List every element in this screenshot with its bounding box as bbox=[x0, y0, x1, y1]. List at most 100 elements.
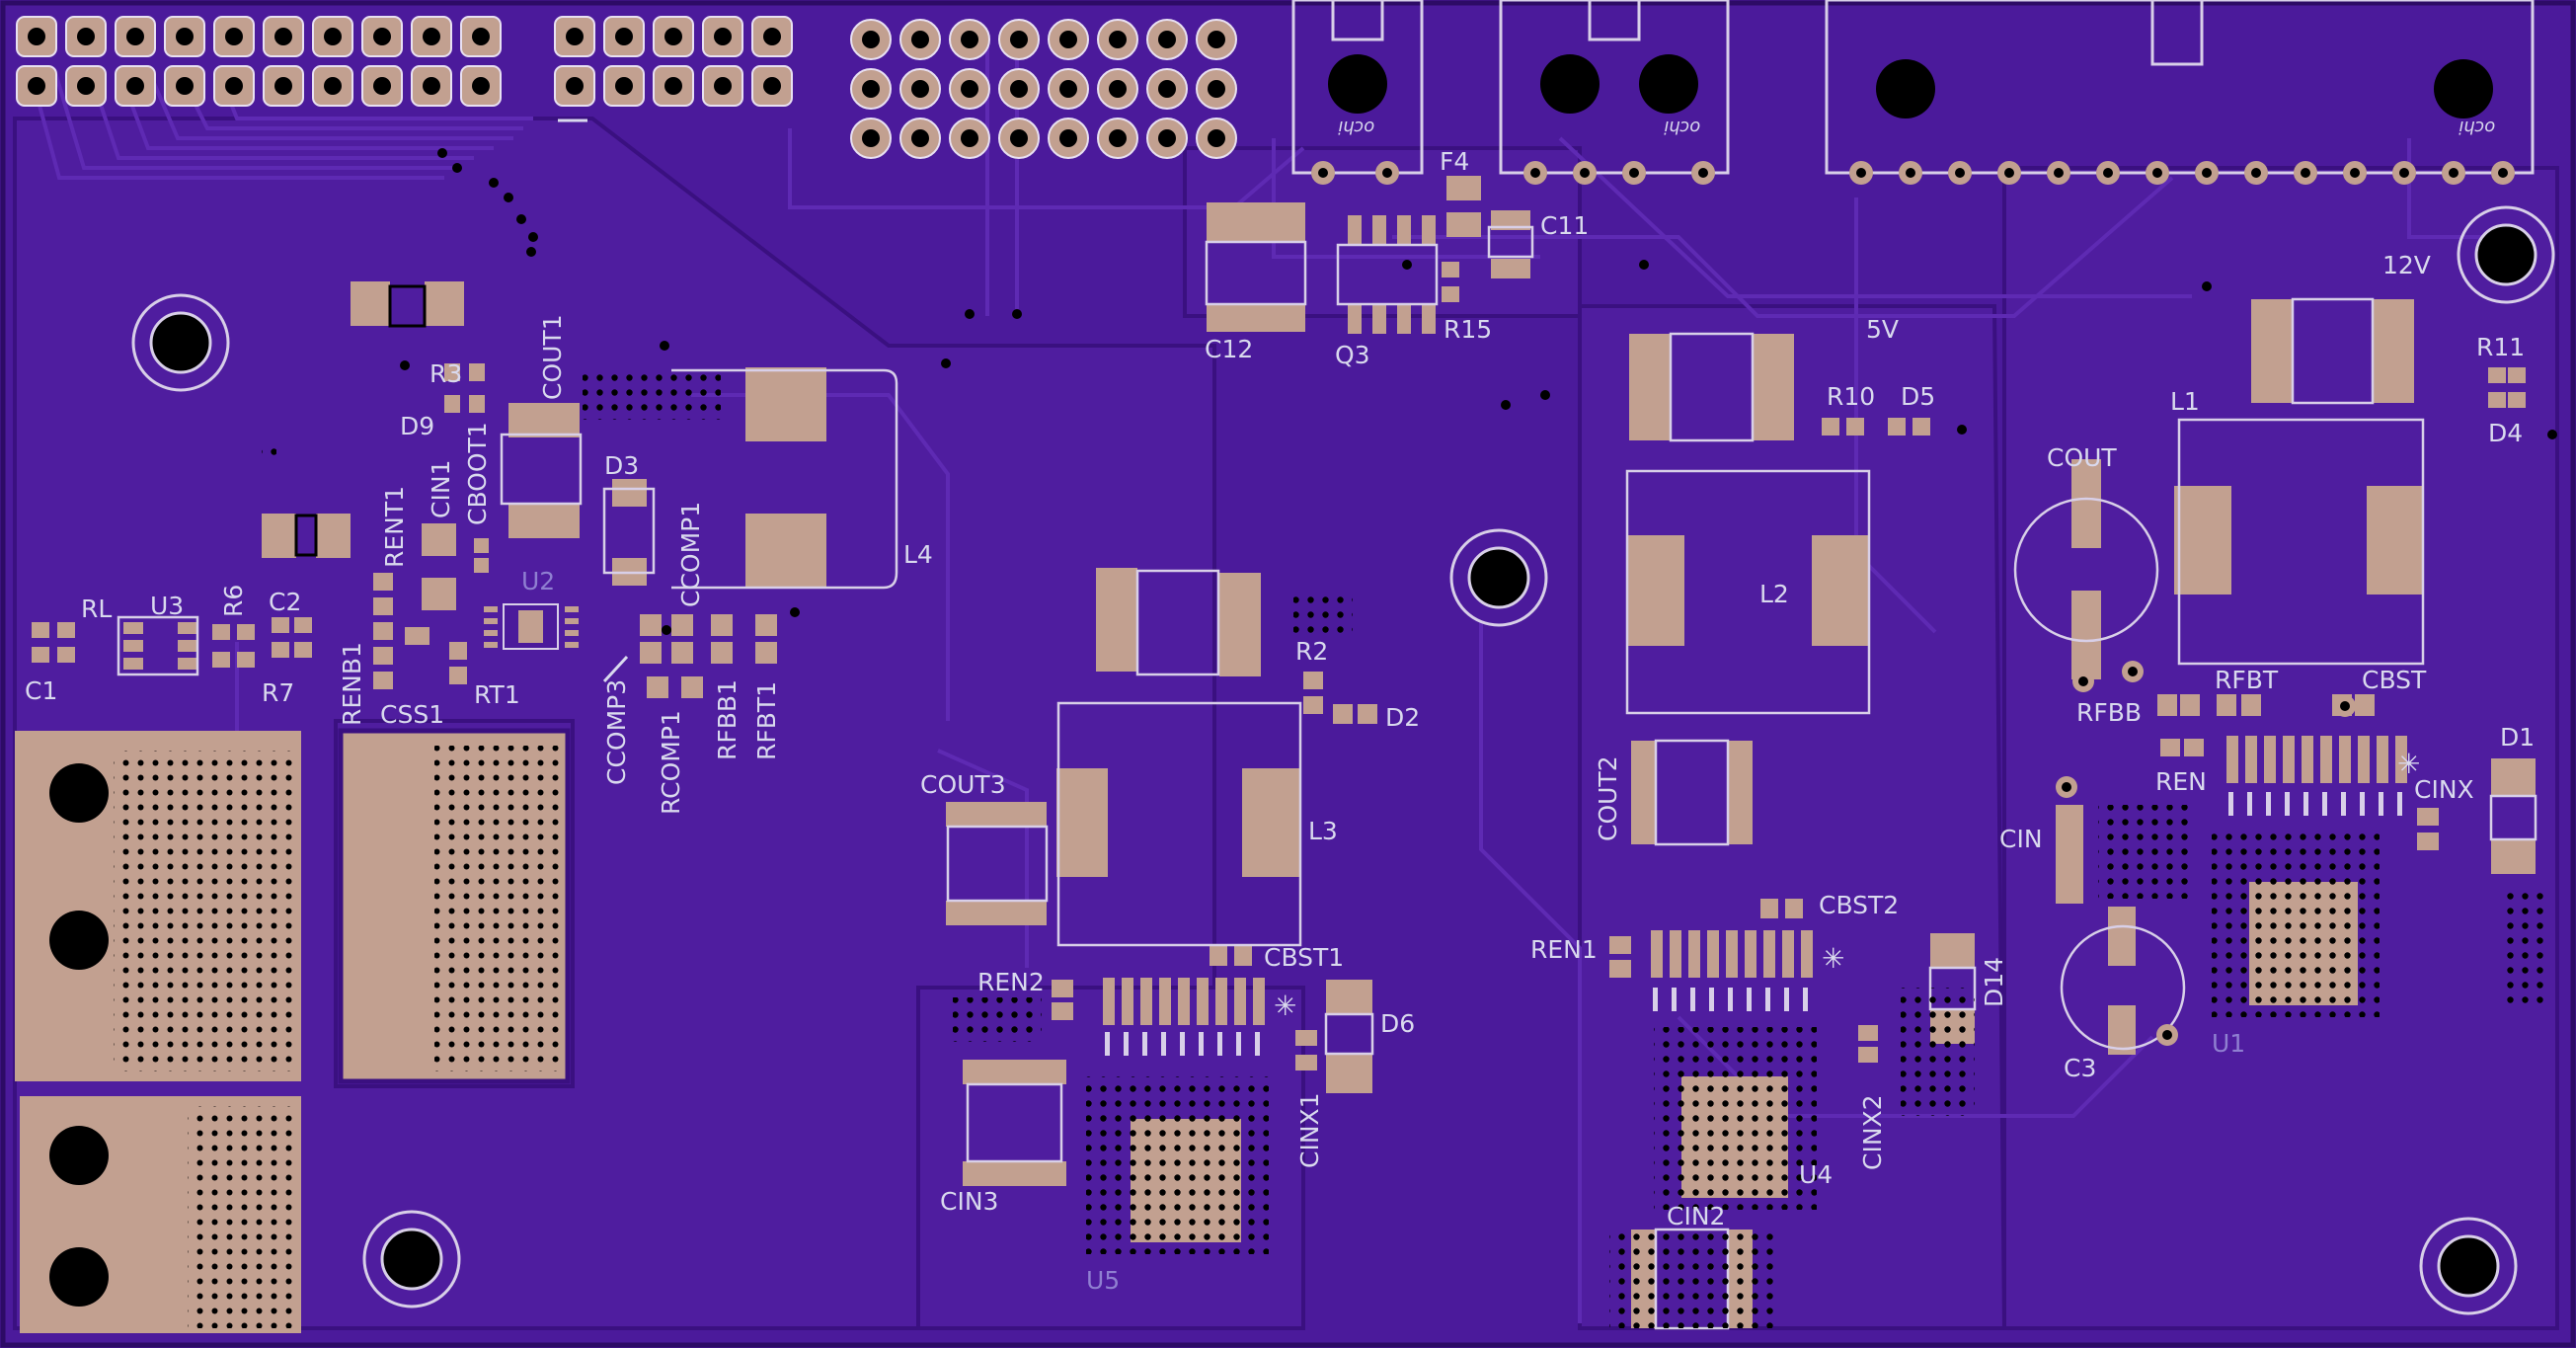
ic-pad bbox=[1801, 930, 1813, 978]
pin-drill bbox=[763, 77, 781, 95]
label-C3: C3 bbox=[2064, 1054, 2096, 1082]
label-12V: 12V bbox=[2382, 251, 2431, 279]
pin-drill bbox=[615, 28, 633, 45]
ic-pad bbox=[2377, 736, 2388, 783]
label-D6: D6 bbox=[1380, 1009, 1415, 1038]
mounting-holes bbox=[131, 205, 2555, 1315]
ic-lead bbox=[2341, 792, 2346, 816]
label-C11: C11 bbox=[1540, 211, 1589, 240]
right-outlines bbox=[2013, 297, 2537, 1051]
label-RFBT: RFBT bbox=[2215, 666, 2279, 694]
left-regulator-parts bbox=[32, 281, 826, 698]
label-D14: D14 bbox=[1980, 957, 2008, 1007]
pin-drill bbox=[1856, 168, 1866, 178]
ic-pad bbox=[2395, 736, 2407, 783]
pin-drill bbox=[862, 129, 880, 147]
ic-lead bbox=[1747, 988, 1752, 1011]
left-outlines bbox=[117, 368, 898, 676]
connector-marking: ᴉɥɔo bbox=[1338, 116, 1374, 136]
pin-drill bbox=[274, 77, 292, 95]
pin-drill bbox=[2251, 168, 2261, 178]
pin-drill bbox=[2004, 168, 2014, 178]
label-CBST2: CBST2 bbox=[1819, 891, 1899, 919]
pin-drill bbox=[2399, 168, 2409, 178]
pin-drill bbox=[28, 77, 45, 95]
header-2x10 bbox=[16, 16, 502, 107]
pin-drill bbox=[2449, 168, 2459, 178]
label-D1: D1 bbox=[2500, 723, 2535, 752]
ic-pad bbox=[2226, 736, 2238, 783]
label-R15: R15 bbox=[1444, 315, 1492, 344]
ic-pad bbox=[1215, 978, 1227, 1025]
pin-drill bbox=[1109, 129, 1127, 147]
label-COUT2: COUT2 bbox=[1594, 755, 1622, 841]
pin-drill bbox=[2103, 168, 2113, 178]
pin-drill bbox=[714, 77, 732, 95]
label-RL: RL bbox=[81, 595, 112, 623]
ic-lead bbox=[1803, 988, 1808, 1011]
mid-via-clusters bbox=[953, 593, 1353, 1254]
right-via-clusters bbox=[2098, 805, 2547, 1017]
pin-drill bbox=[862, 31, 880, 48]
label-CINX2: CINX2 bbox=[1858, 1094, 1887, 1170]
pin-drill bbox=[423, 28, 440, 45]
label-CINX1: CINX1 bbox=[1295, 1092, 1324, 1168]
ic-pad bbox=[1651, 930, 1663, 978]
label-CIN2: CIN2 bbox=[1667, 1202, 1725, 1230]
ic-pad bbox=[1707, 930, 1719, 978]
pin-drill bbox=[862, 80, 880, 98]
label-RFBB1: RFBB1 bbox=[713, 679, 742, 760]
ic-pad bbox=[1103, 978, 1115, 1025]
ic-pad bbox=[1763, 930, 1775, 978]
label-R3: R3 bbox=[429, 359, 462, 388]
pin-drill bbox=[566, 77, 584, 95]
ic-lead bbox=[1784, 988, 1789, 1011]
ic-pad bbox=[1745, 930, 1756, 978]
ic-pad bbox=[1197, 978, 1209, 1025]
power-terminal-bottom bbox=[20, 1096, 301, 1333]
pin-drill bbox=[911, 129, 929, 147]
pin-drill bbox=[1109, 80, 1127, 98]
label-R7: R7 bbox=[262, 678, 294, 707]
pin-drill bbox=[77, 77, 95, 95]
pin-drill bbox=[28, 28, 45, 45]
ic-lead bbox=[1105, 1032, 1110, 1056]
label-COUT1: COUT1 bbox=[538, 314, 567, 400]
connector-marking: ᴉɥɔo bbox=[1664, 116, 1700, 136]
ic-pad bbox=[1688, 930, 1700, 978]
vias bbox=[400, 148, 2557, 635]
center-via-clusters bbox=[1609, 988, 1975, 1328]
left-via-clusters bbox=[262, 370, 721, 459]
ic-pad bbox=[1178, 978, 1190, 1025]
power-terminal-top bbox=[15, 728, 571, 1084]
barrel-connector-2: ᴉɥɔo bbox=[1499, 0, 1730, 185]
label-L1: L1 bbox=[2170, 387, 2200, 416]
pin-drill bbox=[2054, 168, 2064, 178]
label-R6: R6 bbox=[219, 585, 248, 617]
pin-drill bbox=[373, 28, 391, 45]
pin-drill bbox=[1208, 31, 1225, 48]
pin-drill bbox=[1059, 129, 1077, 147]
thru-pads bbox=[2056, 661, 2356, 1046]
pin-drill bbox=[1906, 168, 1915, 178]
label-RCOMP1: RCOMP1 bbox=[657, 710, 685, 815]
label-REN: REN bbox=[2155, 767, 2207, 796]
ic-pad bbox=[1122, 978, 1133, 1025]
connector-marking: ᴉɥɔo bbox=[2459, 116, 2495, 136]
label-L2: L2 bbox=[1759, 580, 1789, 608]
pin-drill bbox=[961, 129, 978, 147]
ic-pad bbox=[1253, 978, 1265, 1025]
pin-drill bbox=[324, 77, 342, 95]
label-RENT1: RENT1 bbox=[380, 486, 409, 568]
ic-pad bbox=[2264, 736, 2276, 783]
pin-drill bbox=[1010, 31, 1028, 48]
ic-lead bbox=[1765, 988, 1770, 1011]
label-CINX: CINX bbox=[2414, 775, 2474, 804]
ic-pad bbox=[1670, 930, 1681, 978]
label-R11: R11 bbox=[2476, 333, 2525, 361]
header-3x8 bbox=[850, 19, 1237, 159]
pin-drill bbox=[911, 31, 929, 48]
ic-pad bbox=[1782, 930, 1794, 978]
pin-drill bbox=[1010, 129, 1028, 147]
